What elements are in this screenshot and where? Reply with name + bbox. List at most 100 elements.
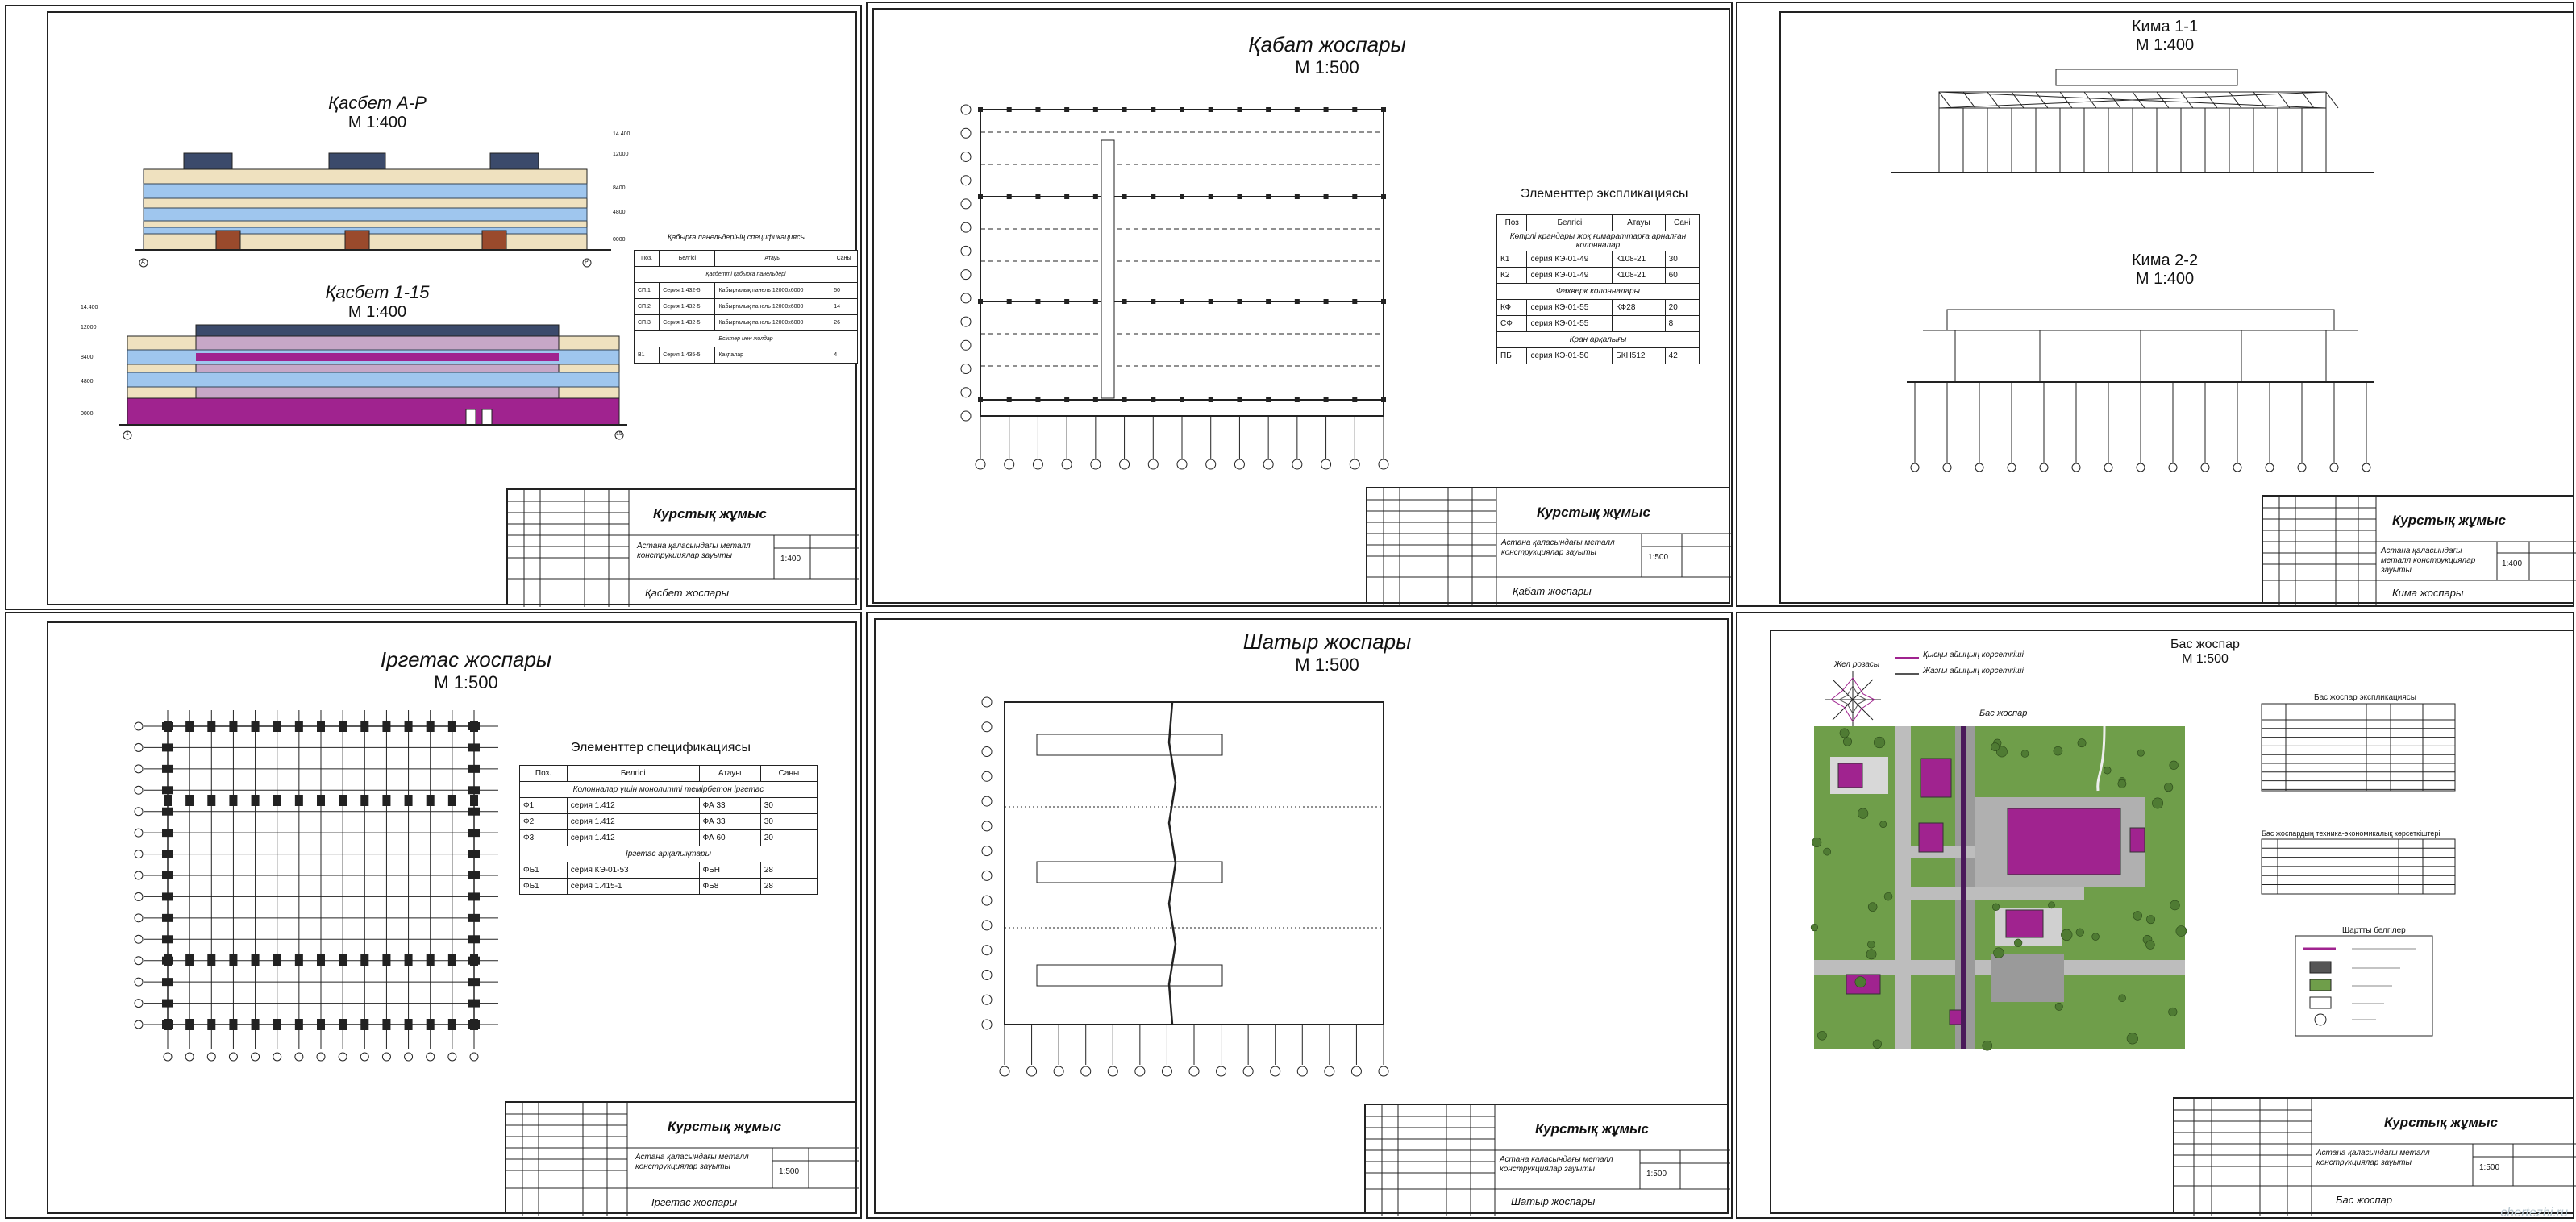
axis-bubble bbox=[2136, 463, 2145, 472]
site-plan-sublabel: Бас жоспар bbox=[1979, 709, 2028, 718]
view-title: Іргетас жоспары bbox=[380, 647, 552, 671]
view-title: Қасбет А-Р bbox=[328, 93, 427, 113]
column-mark bbox=[1323, 299, 1329, 304]
footing-mark bbox=[317, 954, 325, 966]
axis-bubble bbox=[1119, 459, 1130, 470]
axis-bubble bbox=[447, 1052, 457, 1062]
column-mark bbox=[1381, 194, 1386, 199]
tree-icon bbox=[2137, 749, 2145, 757]
footing-mark bbox=[339, 1019, 347, 1030]
footing-mark bbox=[468, 935, 480, 944]
elev-mark: 4800 bbox=[613, 210, 626, 215]
footing-mark bbox=[251, 954, 260, 966]
column-mark bbox=[1151, 397, 1156, 402]
sheet-facade: Қасбет А-Р М 1:400 А Р 14.400 12000 8400… bbox=[5, 5, 862, 610]
axis-bubble bbox=[960, 339, 972, 351]
title-block: Курстық жұмыс Астана қаласындағы металл … bbox=[1364, 1104, 1730, 1216]
column-mark bbox=[1122, 194, 1127, 199]
project-name: Астана қаласындағы металл конструкциялар… bbox=[1500, 1155, 1613, 1174]
axis-bubble bbox=[960, 410, 972, 422]
axis-bubble bbox=[2104, 463, 2113, 472]
truss-diagonal bbox=[2325, 91, 2339, 109]
elev-mark: 14.400 bbox=[613, 131, 630, 137]
footing-mark bbox=[468, 743, 480, 752]
floor-plan-title: Қабат жоспары М 1:500 bbox=[1190, 32, 1464, 78]
title-block-grid bbox=[506, 1103, 859, 1216]
tep-table bbox=[2261, 838, 2456, 895]
spec-title: Элементтер спецификациясы bbox=[571, 741, 751, 754]
column-mark bbox=[1006, 397, 1012, 402]
footing-mark bbox=[251, 795, 260, 806]
column-mark bbox=[1352, 107, 1358, 112]
site-expl-table bbox=[2261, 703, 2456, 792]
panel-spec-title: Қабырға панельдерінің спецификациясы bbox=[668, 233, 806, 241]
axis-bubble bbox=[1378, 459, 1389, 470]
footing-mark bbox=[360, 954, 369, 966]
legend-summer-swatch bbox=[1895, 673, 1919, 675]
footing-mark bbox=[162, 913, 173, 922]
footing-mark bbox=[162, 807, 173, 816]
axis-bubble bbox=[134, 999, 144, 1008]
column-mark bbox=[1266, 194, 1271, 199]
axis-bubble bbox=[1080, 1066, 1092, 1077]
footing-mark bbox=[273, 721, 281, 732]
footing-mark bbox=[468, 829, 480, 838]
view-scale: М 1:500 bbox=[2182, 652, 2229, 666]
column-mark bbox=[1151, 299, 1156, 304]
footing-mark bbox=[404, 795, 413, 806]
footing-mark bbox=[164, 795, 172, 806]
axis-bubble bbox=[1026, 1066, 1038, 1077]
column-mark bbox=[1035, 194, 1041, 199]
sheet-scale: 1:400 bbox=[780, 555, 801, 563]
axis-bubble bbox=[163, 1052, 173, 1062]
column-mark bbox=[1180, 107, 1184, 112]
view-title: Шатыр жоспары bbox=[1242, 630, 1412, 654]
tree-icon bbox=[1993, 947, 2004, 958]
tree-icon bbox=[2175, 925, 2187, 937]
tree-icon bbox=[2061, 929, 2073, 941]
elev-mark: 0000 bbox=[81, 411, 94, 417]
column-mark bbox=[1294, 299, 1300, 304]
tree-icon bbox=[2075, 928, 2084, 937]
sheet-frame bbox=[874, 618, 1729, 1214]
course-label: Курстық жұмыс bbox=[668, 1119, 782, 1134]
spec-section: Іргетас арқалықтары bbox=[519, 846, 818, 862]
axis-bubble bbox=[981, 771, 993, 782]
tree-icon bbox=[2145, 940, 2155, 950]
tree-icon bbox=[2146, 915, 2156, 925]
column-mark bbox=[1352, 194, 1358, 199]
col-header: Поз bbox=[1496, 214, 1528, 231]
course-label: Курстық жұмыс bbox=[2392, 513, 2507, 528]
axis-bubble bbox=[1107, 1066, 1118, 1077]
col-header: Поз. bbox=[633, 250, 660, 267]
column-mark bbox=[1035, 397, 1041, 402]
footing-mark bbox=[251, 721, 260, 732]
foundation-spec-table: Поз. Белгісі Атауы Саны Колонналар үшін … bbox=[519, 765, 818, 895]
footing-mark bbox=[162, 829, 173, 838]
axis-bubble bbox=[2007, 463, 2016, 472]
axis-bubble bbox=[1053, 1066, 1064, 1077]
footing-mark bbox=[470, 795, 478, 806]
footing-mark bbox=[360, 721, 369, 732]
truss-diagonal bbox=[2035, 91, 2049, 109]
footing-mark bbox=[468, 807, 480, 816]
axis-bubble bbox=[134, 913, 144, 923]
tree-icon bbox=[2170, 900, 2180, 911]
axis-bubble bbox=[134, 785, 144, 795]
spec-section: Колонналар үшін монолитті темірбетон ірг… bbox=[519, 781, 818, 798]
panel-spec-table: Поз. Белгісі Атауы Саны Қасбетті қабырға… bbox=[633, 250, 858, 364]
wind-rose-icon bbox=[1825, 671, 1881, 728]
tree-icon bbox=[2133, 911, 2142, 921]
watermark: chertezhi.ru bbox=[2500, 1206, 2568, 1220]
footing-mark bbox=[468, 722, 480, 730]
sheet-frame bbox=[47, 621, 857, 1214]
course-label: Курстық жұмыс bbox=[1537, 505, 1651, 520]
col-header: Атауы bbox=[714, 250, 831, 267]
axis-bubble bbox=[1910, 463, 1920, 472]
axis-bubble bbox=[1263, 459, 1274, 470]
axis-bubble bbox=[2168, 463, 2178, 472]
axis-bubble bbox=[1321, 459, 1332, 470]
column-mark bbox=[1006, 194, 1012, 199]
view-scale: М 1:400 bbox=[2135, 270, 2195, 288]
